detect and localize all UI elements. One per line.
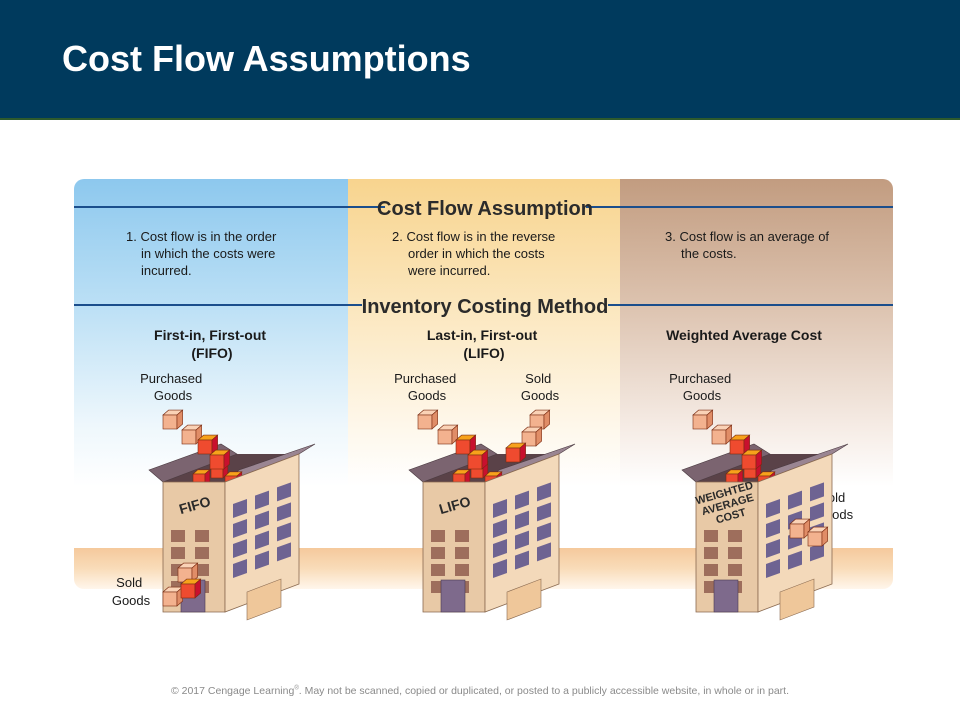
cost-flow-heading: Cost Flow Assumption — [377, 198, 593, 220]
fifo-purchased-cube — [162, 409, 184, 430]
lifo-sold-cube — [529, 409, 551, 430]
fifo-building-icon: FIFO — [148, 443, 316, 621]
weighted-purchased-cube — [711, 424, 733, 445]
copyright-footer: © 2017 Cengage Learning®. May not be sca… — [170, 685, 790, 697]
slide-title: Cost Flow Assumptions — [62, 38, 471, 79]
fifo-purchased-label: Purchased Goods — [140, 371, 206, 403]
fifo-method-title: First-in, First-out (FIFO) — [154, 327, 270, 361]
lifo-sold-cube — [505, 442, 527, 463]
fifo-purchased-cube — [209, 449, 231, 470]
weighted-purchased-cube — [692, 409, 714, 430]
lifo-purchased-cube — [417, 409, 439, 430]
weighted-purchased-cube — [729, 434, 751, 455]
weighted-purchased-label: Purchased Goods — [669, 371, 735, 403]
weighted-purchased-cube — [741, 449, 763, 470]
title-bar — [0, 0, 960, 120]
lifo-assumption: 2. Cost flow is in the reverse order in … — [392, 229, 559, 278]
weighted-method-title: Weighted Average Cost — [666, 327, 822, 343]
fifo-sold-cube — [180, 578, 202, 599]
lifo-sold-cube — [521, 426, 543, 447]
weighted-sold-cube — [789, 518, 811, 539]
weighted-sold-cube — [807, 526, 829, 547]
inventory-method-heading: Inventory Costing Method — [362, 296, 609, 318]
fifo-sold-cube — [162, 586, 184, 607]
weighted-assumption: 3. Cost flow is an average of the costs. — [665, 229, 833, 261]
lifo-purchased-cube — [437, 424, 459, 445]
fifo-sold-label: Sold Goods — [112, 575, 151, 608]
fifo-sold-cube — [177, 562, 199, 583]
fifo-purchased-cube — [197, 434, 219, 455]
title-bar-accent — [0, 118, 960, 120]
lifo-purchased-label: Purchased Goods — [394, 371, 460, 403]
lifo-sold-label: Sold Goods — [521, 371, 560, 403]
lifo-purchased-cube — [455, 434, 477, 455]
fifo-assumption: 1. Cost flow is in the order in which th… — [126, 229, 280, 278]
lifo-purchased-cube — [467, 449, 489, 470]
lifo-building-icon: LIFO — [408, 443, 576, 621]
lifo-method-title: Last-in, First-out (LIFO) — [427, 327, 541, 361]
fifo-purchased-cube — [181, 424, 203, 445]
